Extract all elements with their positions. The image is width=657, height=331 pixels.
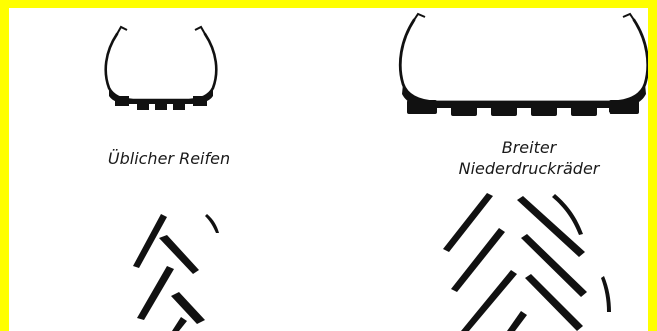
standard-tire-label: Üblicher Reifen [79,148,259,169]
standard-tire-cross-section [106,27,217,110]
wide-tire-label-line1: Breiter [429,137,629,158]
wide-tire-label: Breiter Niederdruckräder [429,137,629,179]
wide-low-pressure-tire-cross-section [400,14,647,120]
standard-tire-tread-pattern [133,214,219,331]
standard-tire-label-text: Üblicher Reifen [108,149,230,168]
wide-tire-label-line2: Niederdruckräder [429,158,629,179]
diagram-panel: Üblicher Reifen Breiter Niederdruckräder [9,8,648,331]
wide-tire-tread-pattern [443,193,611,331]
